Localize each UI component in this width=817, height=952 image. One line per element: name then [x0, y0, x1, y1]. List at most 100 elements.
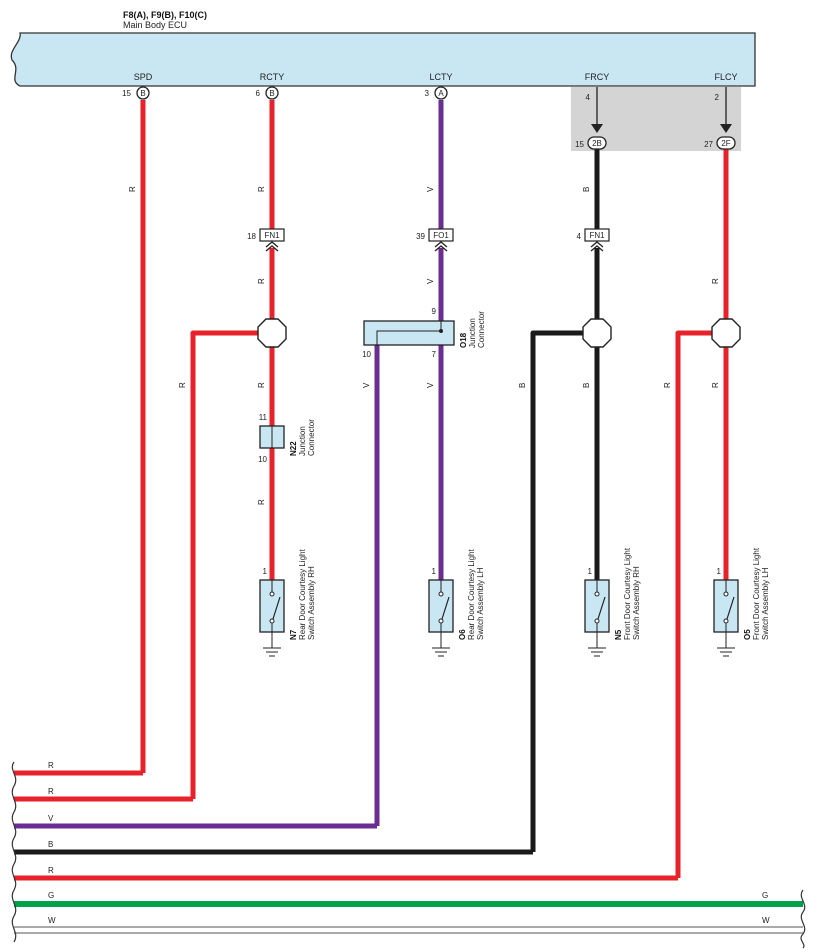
switch-blade	[272, 596, 281, 620]
flcy-arrow-icon	[720, 124, 732, 133]
pin-top: 9	[432, 307, 437, 316]
bus-label-v: V	[48, 814, 54, 823]
main-body-ecu-box	[10, 32, 756, 87]
ecu-pin-spd: 15 B	[122, 86, 150, 100]
wire-label-flcy-branch: R	[663, 382, 672, 388]
right-break-line	[800, 889, 806, 949]
terminal-name-frcy: FRCY	[585, 72, 610, 82]
contact-node	[723, 591, 729, 597]
wire-label-flcy-lower: R	[711, 382, 720, 388]
contact-node	[723, 618, 729, 624]
wire-label-frcy-branch: B	[518, 383, 527, 388]
junction-connector-n22: 11 10 N22 Junction Connector	[258, 413, 316, 464]
switch-code: O6	[458, 629, 467, 640]
switch-label-line2: Switch Assembly RH	[307, 566, 316, 640]
pin-number: 15	[575, 140, 584, 149]
connector-code: N22	[289, 441, 298, 456]
pin-number: 1	[717, 567, 722, 576]
wire-flcy-branch	[675, 330, 726, 878]
junction-connector-o18: 9 10 7 O18 Junction Connector	[362, 307, 486, 359]
internal-node	[439, 329, 443, 333]
ecu-connectors-label: F8(A), F9(B), F10(C)	[123, 10, 207, 20]
contact-node	[438, 618, 444, 624]
contact-node	[269, 618, 275, 624]
connector-body	[363, 320, 455, 346]
pin-connector-code: 2F	[721, 139, 730, 148]
wire-label-flcy-upper: R	[711, 278, 720, 284]
bus-label-w: W	[48, 916, 56, 925]
wire-label-lcty-branch: V	[362, 382, 371, 388]
chevron-up-icon	[434, 241, 448, 252]
pin-number-flcy: 2	[715, 93, 720, 102]
wire-rcty-branch	[190, 330, 272, 799]
wire-label-rcty-upper: R	[257, 186, 266, 192]
bus-label-r1: R	[48, 761, 54, 770]
jb-connector-2b: 15 2B	[575, 136, 607, 150]
splice-point-rcty	[257, 318, 287, 348]
ecu-pin-rcty: 6 B	[256, 86, 279, 100]
pin-number-frcy: 4	[586, 93, 591, 102]
pin-number: 27	[704, 140, 713, 149]
pin-number: 1	[588, 567, 593, 576]
ecu-name-label: Main Body ECU	[123, 20, 187, 30]
bus-label-g: G	[48, 891, 54, 900]
contact-node	[594, 618, 600, 624]
pin-number: 39	[416, 232, 425, 241]
switch-label-line1: Rear Door Courtesy Light	[467, 549, 476, 640]
pin-circle	[434, 86, 448, 100]
contact-node	[594, 591, 600, 597]
terminal-name-rcty: RCTY	[260, 72, 285, 82]
wire-label-frcy-lower: B	[582, 383, 591, 388]
chevron-up-icon	[265, 241, 279, 252]
pin-connector-code: 2B	[592, 139, 602, 148]
wire-label-spd: R	[128, 186, 137, 192]
switch-blade	[441, 596, 450, 620]
wire-label-rcty-branch: R	[178, 382, 187, 388]
switch-label-line2: Switch Assembly LH	[476, 567, 485, 640]
connector-label-line1: Junction	[298, 426, 307, 456]
connector-box	[259, 228, 285, 242]
switch-code: O5	[743, 629, 752, 640]
inline-connector-fn1-frcy: 4 FN1	[577, 228, 610, 252]
pin-left: 10	[362, 350, 371, 359]
switch-o5: 1 O5 Front Door Courtesy Light Switch As…	[713, 547, 770, 657]
connector-code: O18	[459, 332, 468, 348]
splice-point-frcy	[582, 318, 612, 348]
switch-o6: 1 O6 Rear Door Courtesy Light Switch Ass…	[428, 549, 485, 657]
terminal-name-lcty: LCTY	[429, 72, 452, 82]
ground-icon	[588, 647, 606, 657]
switch-code: N7	[289, 629, 298, 640]
connector-name: FN1	[589, 231, 605, 240]
pin-number: 6	[256, 89, 261, 98]
bus-label-b: B	[48, 840, 53, 849]
connector-box	[584, 228, 610, 242]
ground-icon	[263, 647, 281, 657]
connector-name: FN1	[264, 231, 280, 240]
pin-oval	[587, 136, 607, 150]
switch-label-line1: Front Door Courtesy Light	[623, 547, 632, 640]
switch-code: N5	[614, 629, 623, 640]
pin-circle	[136, 86, 150, 100]
pin-bottom: 7	[432, 350, 437, 359]
terminal-name-spd: SPD	[134, 72, 153, 82]
switch-blade	[597, 596, 606, 620]
frcy-arrow-icon	[591, 124, 603, 133]
pin-number: 18	[247, 232, 256, 241]
pin-number: 3	[425, 89, 430, 98]
pin-connector-letter: B	[140, 89, 145, 98]
pin-connector-letter: B	[269, 89, 274, 98]
internal-link	[376, 321, 442, 345]
connector-label-line2: Connector	[307, 419, 316, 456]
pin-bottom: 10	[258, 455, 267, 464]
switch-label-line2: Switch Assembly LH	[761, 567, 770, 640]
pin-number: 4	[577, 232, 582, 241]
wire-label-frcy-upper: B	[582, 187, 591, 192]
wire-label-rcty-bottom: R	[257, 499, 266, 505]
pin-connector-letter: A	[438, 89, 444, 98]
left-break-line	[11, 761, 17, 943]
inline-connector-fn1-rcty: 18 FN1	[247, 228, 285, 252]
ground-icon	[717, 647, 735, 657]
switch-label-line1: Rear Door Courtesy Light	[298, 549, 307, 640]
wire-label-lcty-mid: V	[426, 278, 435, 284]
bus-label-r2: R	[48, 787, 54, 796]
